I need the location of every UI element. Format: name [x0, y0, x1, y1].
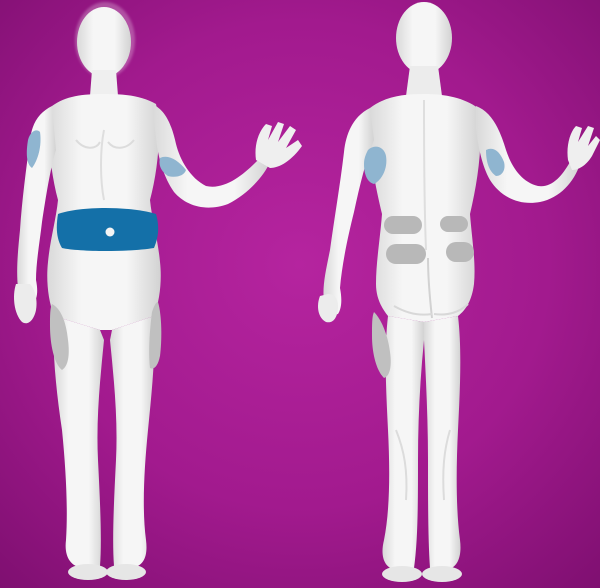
- back-head: [396, 2, 452, 74]
- back-foot-left: [382, 566, 422, 582]
- back-foot-right: [422, 566, 462, 582]
- back-neck: [406, 66, 442, 96]
- back-zone-lower-back-upper-right[interactable]: [440, 216, 468, 232]
- front-navel: [106, 228, 115, 237]
- back-zone-lower-back-lower-left[interactable]: [386, 244, 426, 264]
- back-zone-lower-back-lower-right[interactable]: [446, 242, 474, 262]
- front-foot-left: [68, 564, 108, 580]
- back-zone-lower-back-upper-left[interactable]: [384, 216, 422, 234]
- front-head: [77, 7, 131, 77]
- front-neck: [90, 70, 118, 96]
- back-leg-right: [424, 316, 460, 570]
- front-foot-right: [106, 564, 146, 580]
